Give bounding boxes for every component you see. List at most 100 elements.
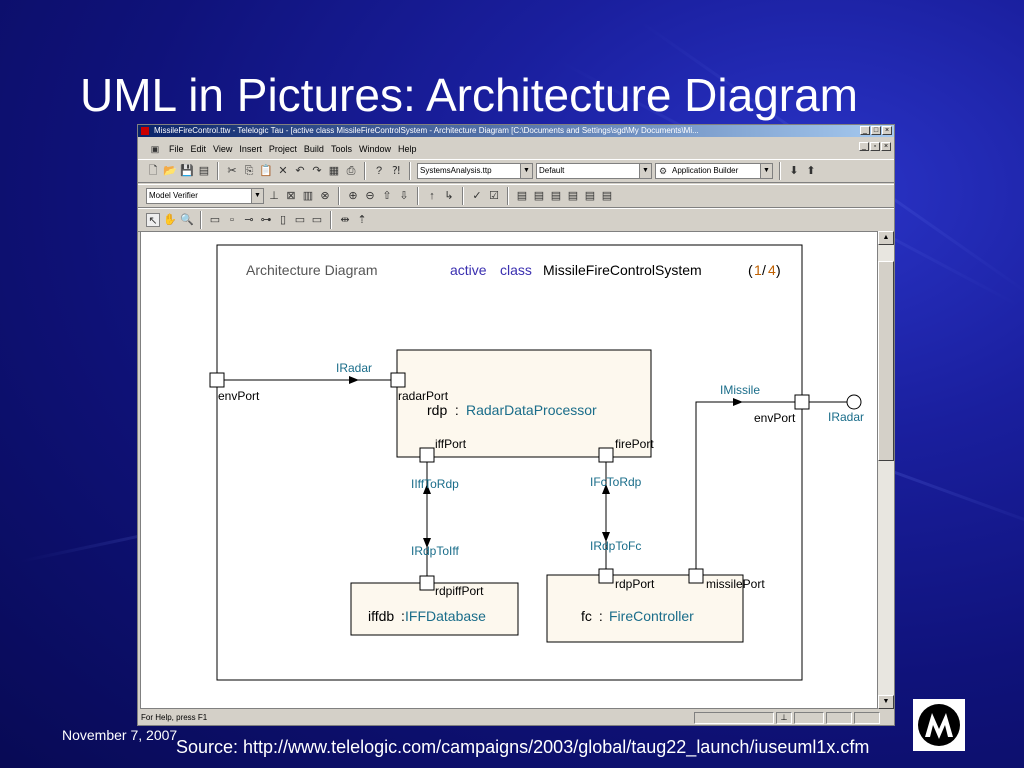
diagram-canvas[interactable]: Architecture Diagram active class Missil… (140, 231, 878, 709)
navigate-icon[interactable]: ⊕ (348, 190, 358, 202)
new-file-icon[interactable]: 🗋 (148, 165, 158, 177)
fc-rdp-port[interactable] (598, 568, 614, 584)
zoom-icon[interactable]: 🔍 (180, 214, 194, 226)
verify-list-icon[interactable]: ▥ (302, 190, 314, 202)
report-icon[interactable]: ▤ (601, 190, 613, 202)
rdp-name: rdp (427, 402, 447, 418)
dependency-icon[interactable]: ⇡ (357, 214, 367, 226)
build-down-icon[interactable]: ⬇ (789, 165, 799, 177)
doc-minimize-button[interactable]: _ (859, 142, 869, 151)
connector-icon[interactable]: ⊸ (244, 214, 254, 226)
build-up-icon[interactable]: ⬆ (806, 165, 816, 177)
missile-connector[interactable] (695, 401, 795, 569)
minimize-button[interactable]: _ (860, 126, 870, 135)
toolbar-separator (364, 162, 366, 180)
report-icon[interactable]: ▤ (584, 190, 596, 202)
scroll-up-button[interactable]: ▲ (878, 231, 894, 245)
verify-run-icon[interactable]: ⊥ (269, 190, 279, 202)
diagram-frame (216, 244, 803, 681)
close-button[interactable]: × (882, 126, 892, 135)
menu-insert[interactable]: Insert (239, 144, 262, 154)
report-icon[interactable]: ▤ (567, 190, 579, 202)
menu-build[interactable]: Build (303, 144, 324, 154)
verify-stop-icon[interactable]: ⊗ (320, 190, 330, 202)
source-link[interactable]: Source: http://www.telelogic.com/campaig… (176, 737, 870, 757)
rdpiff-port[interactable] (419, 575, 435, 591)
save-icon[interactable]: 💾 (180, 165, 194, 177)
open-folder-icon[interactable]: 📂 (163, 165, 177, 177)
port-icon[interactable]: ▫ (230, 214, 234, 226)
paste-icon[interactable]: 📋 (259, 165, 273, 177)
doc-close-button[interactable]: × (881, 142, 891, 151)
pointer-icon[interactable]: ↖ (146, 213, 160, 227)
menu-view[interactable]: View (213, 144, 233, 154)
verify-step-icon[interactable]: ⊠ (286, 190, 296, 202)
properties-icon[interactable]: ▦ (328, 165, 340, 177)
context-help-icon[interactable]: ⁈ (391, 165, 401, 177)
provided-interface-icon (846, 394, 862, 410)
part-icon[interactable]: ▭ (209, 214, 221, 226)
fire-port[interactable] (598, 447, 614, 463)
hand-icon[interactable]: ✋ (163, 214, 177, 226)
connector-arrowhead (602, 484, 610, 494)
arrow-down-icon[interactable]: ⇩ (399, 190, 409, 202)
connector-arrowhead (602, 532, 610, 542)
frame-icon[interactable]: ▭ (311, 214, 323, 226)
report-icon[interactable]: ▤ (550, 190, 562, 202)
menu-file[interactable]: File (169, 144, 184, 154)
menu-help[interactable]: Help (397, 144, 417, 154)
menu-window[interactable]: Window (358, 144, 391, 154)
configuration-combo[interactable]: Default▼ (536, 163, 652, 179)
scroll-down-button[interactable]: ▼ (878, 695, 894, 709)
move-right-icon[interactable]: ↳ (444, 190, 454, 202)
page-total: 4 (768, 262, 776, 278)
link-icon[interactable]: ⇹ (340, 214, 350, 226)
maximize-button[interactable]: □ (871, 126, 881, 135)
save-all-icon[interactable]: ▤ (198, 165, 210, 177)
left-env-port-label: envPort (218, 389, 260, 403)
left-interface-label: IRadar (336, 361, 372, 375)
toolbar-separator (507, 187, 509, 205)
undo-icon[interactable]: ↶ (295, 165, 305, 177)
slide-date: November 7, 2007 (62, 727, 178, 743)
help-icon[interactable]: ? (375, 165, 383, 177)
doc-restore-button[interactable]: ▫ (870, 142, 880, 151)
vertical-scrollbar[interactable]: ▲ ▼ (878, 231, 894, 709)
class-icon[interactable]: ▯ (279, 214, 287, 226)
fc-part[interactable] (546, 574, 744, 643)
window-title-bar[interactable]: MissileFireControl.ttw - Telelogic Tau -… (138, 125, 894, 137)
delete-icon[interactable]: ✕ (278, 165, 288, 177)
fire-port-label: firePort (615, 437, 654, 451)
iffdb-part[interactable] (350, 582, 519, 636)
checkbox-icon[interactable]: ☑ (489, 190, 499, 202)
menu-project[interactable]: Project (268, 144, 297, 154)
move-up-icon[interactable]: ↑ (429, 190, 435, 202)
project-combo[interactable]: SystemsAnalysis.ttp▼ (417, 163, 533, 179)
navigate-back-icon[interactable]: ⊖ (365, 190, 375, 202)
verifier-combo[interactable]: Model Verifier▼ (146, 188, 264, 204)
missile-port[interactable] (688, 568, 704, 584)
builder-combo[interactable]: ⚙ Application Builder▼ (655, 163, 773, 179)
left-env-port[interactable] (209, 372, 225, 388)
right-interface-out-label: IRadar (828, 410, 864, 424)
interface-icon[interactable]: ⊶ (260, 214, 272, 226)
note-icon[interactable]: ▭ (294, 214, 306, 226)
redo-icon[interactable]: ↷ (312, 165, 322, 177)
status-pane (854, 712, 880, 724)
arrow-up-icon[interactable]: ⇧ (382, 190, 392, 202)
rdp-part[interactable] (396, 349, 652, 458)
iff-port-label: iffPort (435, 437, 467, 451)
menu-tools[interactable]: Tools (330, 144, 352, 154)
iff-port[interactable] (419, 447, 435, 463)
menu-edit[interactable]: Edit (190, 144, 207, 154)
report-icon[interactable]: ▤ (516, 190, 528, 202)
connector-arrowhead (423, 538, 431, 548)
right-env-port[interactable] (794, 394, 810, 410)
report-icon[interactable]: ▤ (533, 190, 545, 202)
scroll-thumb[interactable] (878, 261, 894, 461)
check-icon[interactable]: ✓ (472, 190, 482, 202)
radar-port[interactable] (390, 372, 406, 388)
cut-icon[interactable]: ✂ (227, 165, 237, 177)
print-icon[interactable]: ⎙ (346, 165, 356, 177)
copy-icon[interactable]: ⎘ (244, 165, 254, 177)
